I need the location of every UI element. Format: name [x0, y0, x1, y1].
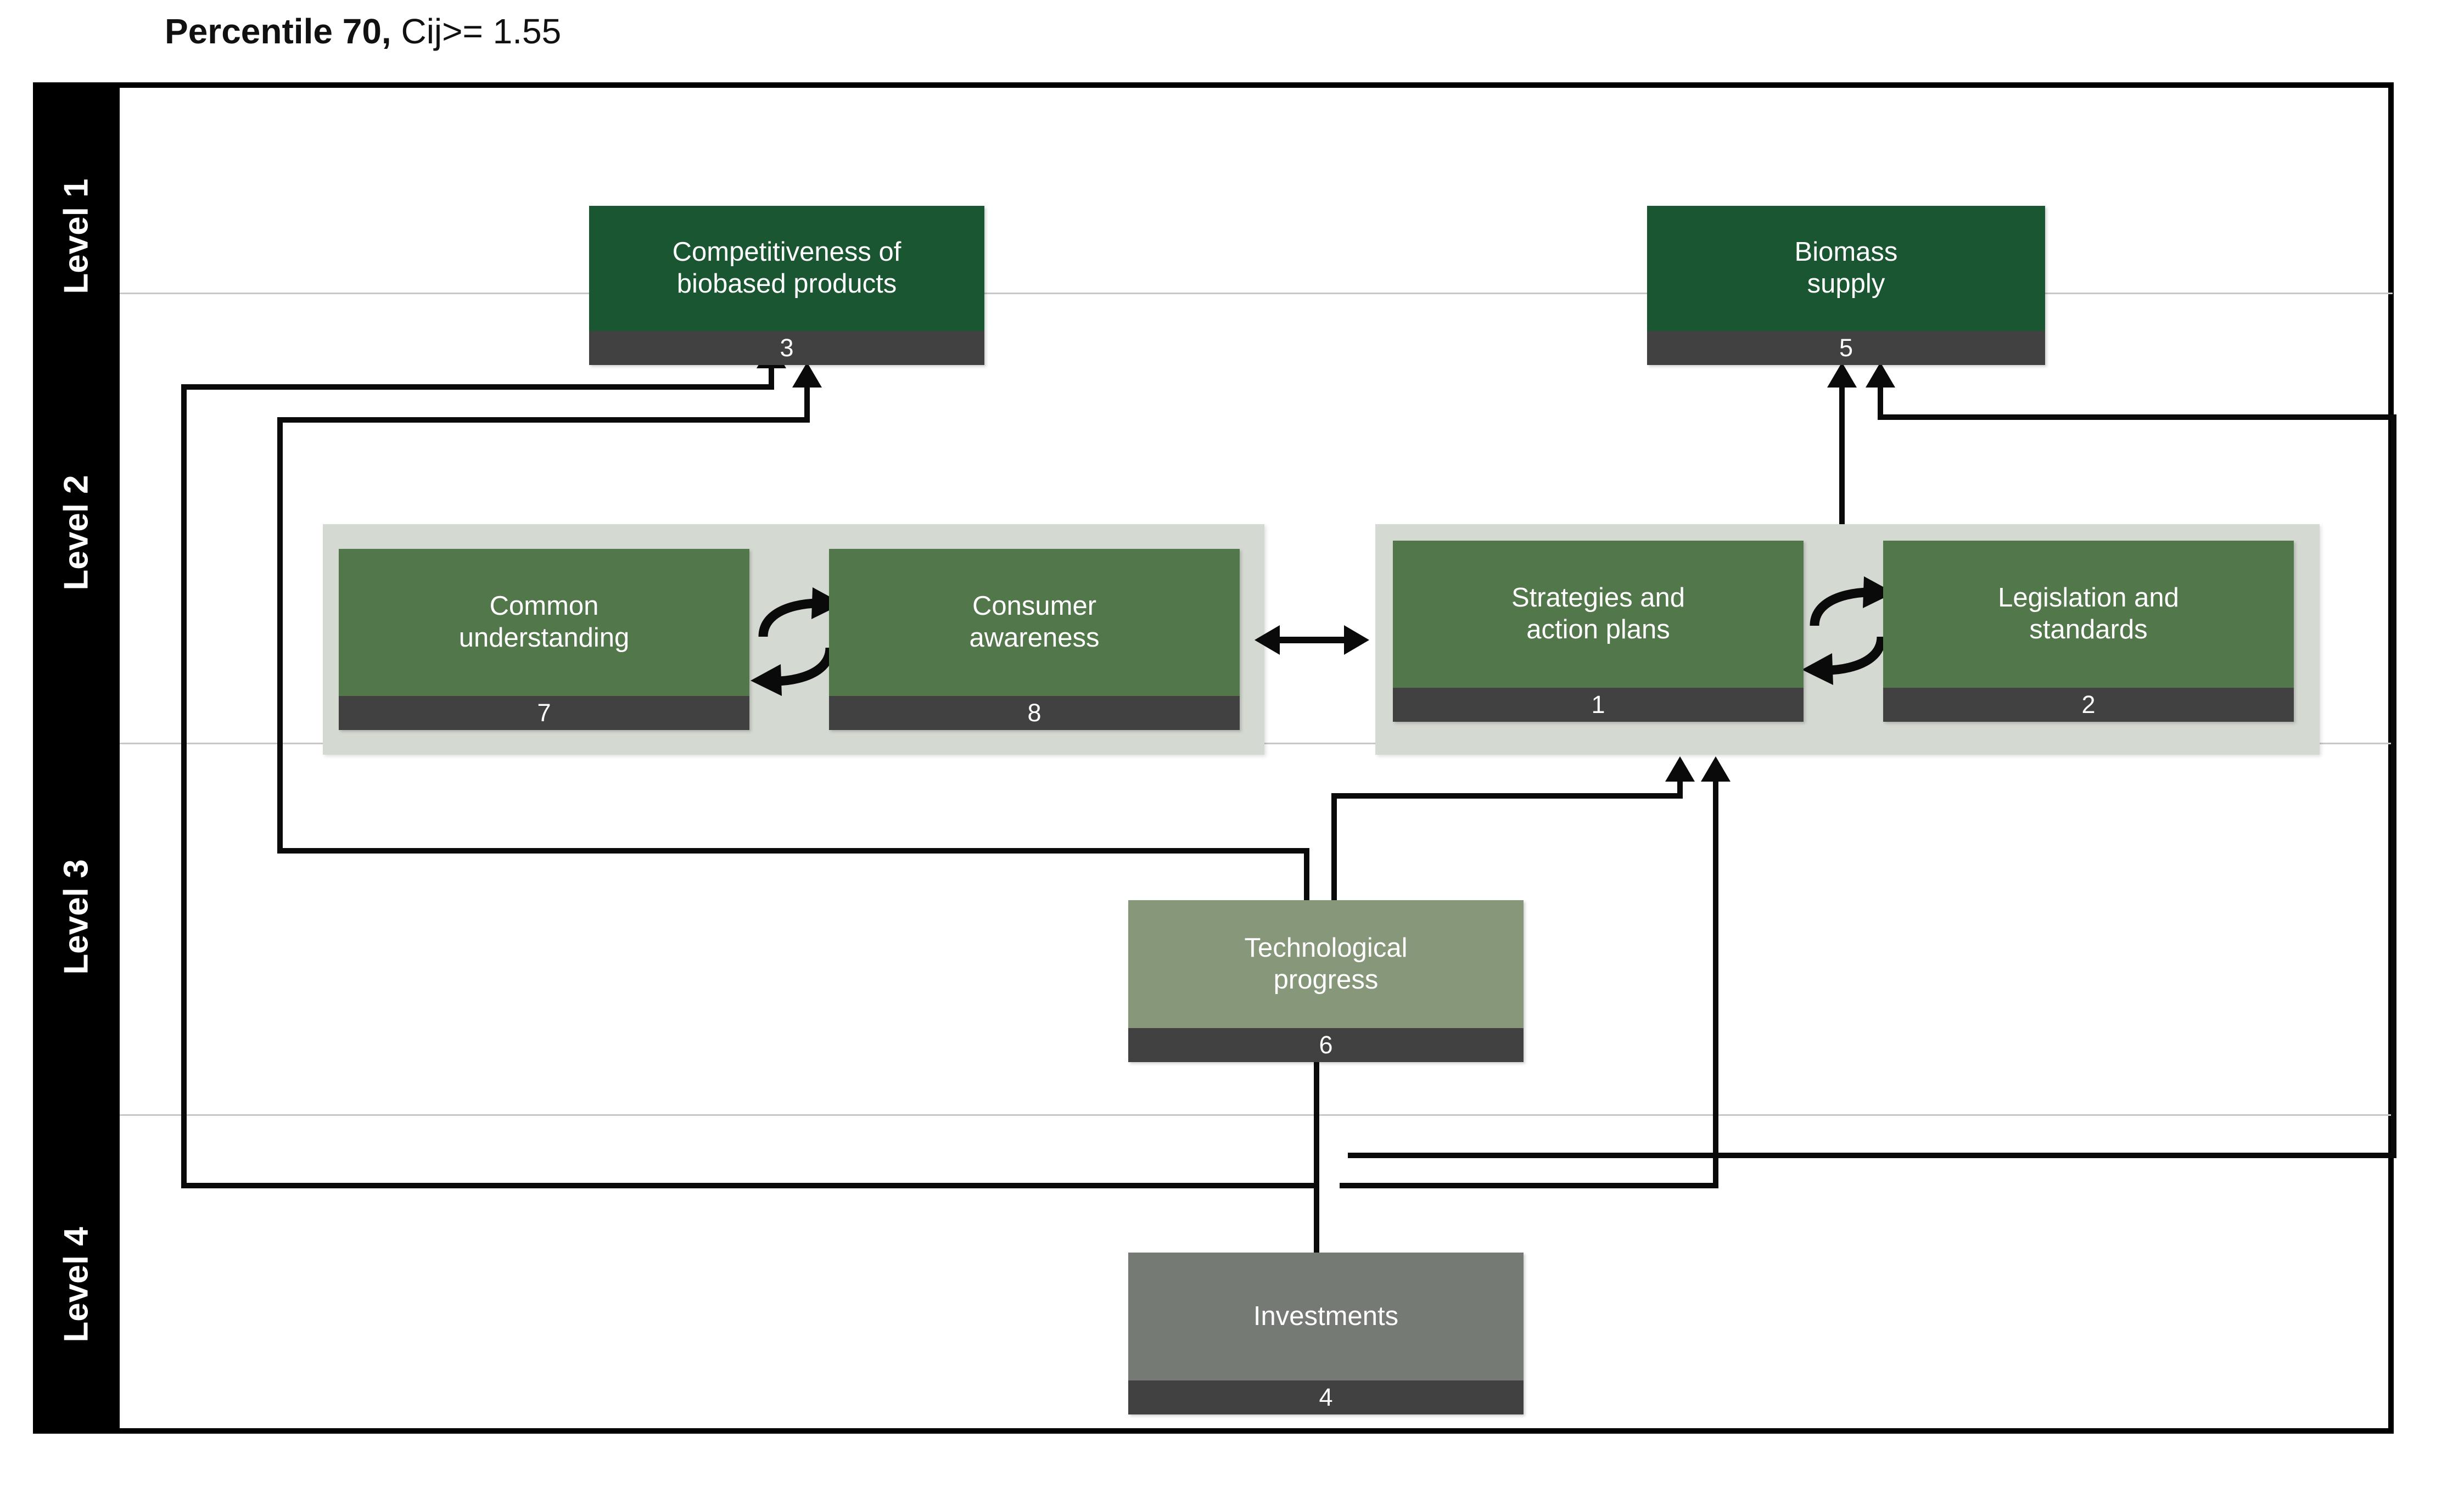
- edge-tech-strategies-seg-v1: [1331, 793, 1337, 903]
- node-legislation-standards-line1: Legislation and: [1998, 583, 2179, 613]
- edge-investments-competitiveness-seg-h2: [181, 384, 774, 390]
- edge-investments-competitiveness-seg-h1: [181, 1183, 1315, 1188]
- edge-investments-strategies-seg-h1: [1340, 1183, 1718, 1188]
- title-bold-part: Percentile 70,: [165, 12, 391, 51]
- edge-investments-strategies-arrowhead: [1701, 756, 1731, 782]
- node-technological-progress-id: 6: [1128, 1028, 1524, 1062]
- node-legislation-standards-line2: standards: [2029, 615, 2148, 644]
- node-consumer-awareness-label: Consumer awareness: [829, 549, 1240, 696]
- loop-arrow-common-consumer: [730, 571, 862, 714]
- node-consumer-awareness[interactable]: Consumer awareness 8: [829, 549, 1240, 730]
- node-consumer-awareness-line1: Consumer: [972, 591, 1097, 621]
- node-strategies-action-plans-label: Strategies and action plans: [1393, 541, 1804, 688]
- edge-tech-competitiveness-seg-v3: [804, 384, 810, 423]
- node-competitiveness-id: 3: [589, 331, 984, 365]
- edge-groups-arrowhead-left: [1255, 625, 1280, 655]
- title-rest-part: Cij>= 1.55: [391, 12, 562, 51]
- node-biomass-supply-label: Biomass supply: [1647, 206, 2045, 331]
- node-common-understanding[interactable]: Common understanding 7: [339, 549, 749, 730]
- loop-arrow-strategies-legislation: [1782, 560, 1913, 703]
- edge-investments-biomass-seg-v1: [2391, 414, 2396, 1155]
- edge-tech-strategies-seg-v2: [1677, 779, 1683, 799]
- node-consumer-awareness-line2: awareness: [969, 623, 1100, 653]
- sidebar-level-4: Level 4: [33, 1175, 120, 1394]
- node-biomass-supply-line1: Biomass: [1794, 237, 1898, 267]
- edge-investments-strategies-seg-v1: [1713, 779, 1718, 1186]
- edge-investments-biomass-arrowhead: [1866, 362, 1895, 388]
- edge-strategies-biomass-line: [1839, 384, 1845, 524]
- gridline-level1-level2: [120, 293, 2393, 294]
- sidebar-level-3: Level 3: [33, 807, 120, 1026]
- edge-tech-competitiveness-seg-v1: [1304, 848, 1309, 903]
- edge-investments-competitiveness-seg-v2: [769, 362, 774, 390]
- node-investments-line1: Investments: [1253, 1301, 1399, 1331]
- node-technological-progress-label: Technological progress: [1128, 900, 1524, 1028]
- node-technological-progress-line1: Technological: [1244, 933, 1408, 963]
- sidebar-level-1: Level 1: [33, 126, 120, 346]
- gridline-level3-level4: [120, 1114, 2393, 1116]
- node-biomass-supply-id: 5: [1647, 331, 2045, 365]
- node-investments-label: Investments: [1128, 1253, 1524, 1380]
- sidebar-level-2: Level 2: [33, 423, 120, 642]
- edge-tech-competitiveness-seg-h1: [277, 848, 1309, 854]
- node-legislation-standards-label: Legislation and standards: [1883, 541, 2294, 688]
- edge-groups-arrowhead-right: [1344, 625, 1369, 655]
- edge-investments-technological-line: [1314, 1057, 1319, 1254]
- node-competitiveness[interactable]: Competitiveness of biobased products 3: [589, 206, 984, 365]
- edge-investments-biomass-seg-v2: [1878, 384, 1883, 418]
- sidebar-level-2-label: Level 2: [57, 474, 96, 591]
- node-biomass-supply[interactable]: Biomass supply 5: [1647, 206, 2045, 365]
- sidebar-level-3-label: Level 3: [57, 858, 96, 975]
- node-competitiveness-label: Competitiveness of biobased products: [589, 206, 984, 331]
- node-competitiveness-line2: biobased products: [676, 269, 897, 299]
- edge-groups-bidirectional-shaft: [1275, 637, 1349, 643]
- node-strategies-action-plans[interactable]: Strategies and action plans 1: [1393, 541, 1804, 722]
- edge-strategies-biomass-arrowhead: [1827, 362, 1857, 388]
- level-sidebar: Level 1 Level 2 Level 3 Level 4: [33, 82, 120, 1434]
- edge-tech-strategies-seg-h1: [1331, 793, 1683, 799]
- edge-tech-competitiveness-arrowhead: [792, 362, 822, 388]
- edge-investments-biomass-seg-h2: [1878, 414, 2396, 420]
- edge-tech-competitiveness-seg-h2: [277, 417, 810, 423]
- page-title: Percentile 70, Cij>= 1.55: [165, 11, 561, 52]
- sidebar-level-4-label: Level 4: [57, 1226, 96, 1343]
- node-strategies-action-plans-id: 1: [1393, 688, 1804, 722]
- node-investments-id: 4: [1128, 1380, 1524, 1414]
- node-consumer-awareness-id: 8: [829, 696, 1240, 730]
- edge-tech-strategies-arrowhead: [1665, 756, 1695, 782]
- edge-tech-competitiveness-seg-v2: [277, 417, 283, 851]
- edge-investments-competitiveness-seg-v1: [181, 384, 187, 1186]
- sidebar-level-1-label: Level 1: [57, 178, 96, 294]
- node-strategies-action-plans-line2: action plans: [1526, 615, 1670, 644]
- node-technological-progress-line2: progress: [1273, 964, 1379, 995]
- node-common-understanding-line1: Common: [489, 591, 599, 621]
- node-common-understanding-id: 7: [339, 696, 749, 730]
- node-biomass-supply-line2: supply: [1807, 269, 1885, 299]
- node-common-understanding-label: Common understanding: [339, 549, 749, 696]
- node-technological-progress[interactable]: Technological progress 6: [1128, 900, 1524, 1062]
- node-legislation-standards-id: 2: [1883, 688, 2294, 722]
- node-strategies-action-plans-line1: Strategies and: [1511, 583, 1685, 613]
- edge-investments-biomass-seg-h1: [1348, 1153, 2396, 1158]
- node-legislation-standards[interactable]: Legislation and standards 2: [1883, 541, 2294, 722]
- node-common-understanding-line2: understanding: [458, 623, 630, 653]
- node-investments[interactable]: Investments 4: [1128, 1253, 1524, 1414]
- node-competitiveness-line1: Competitiveness of: [672, 237, 901, 267]
